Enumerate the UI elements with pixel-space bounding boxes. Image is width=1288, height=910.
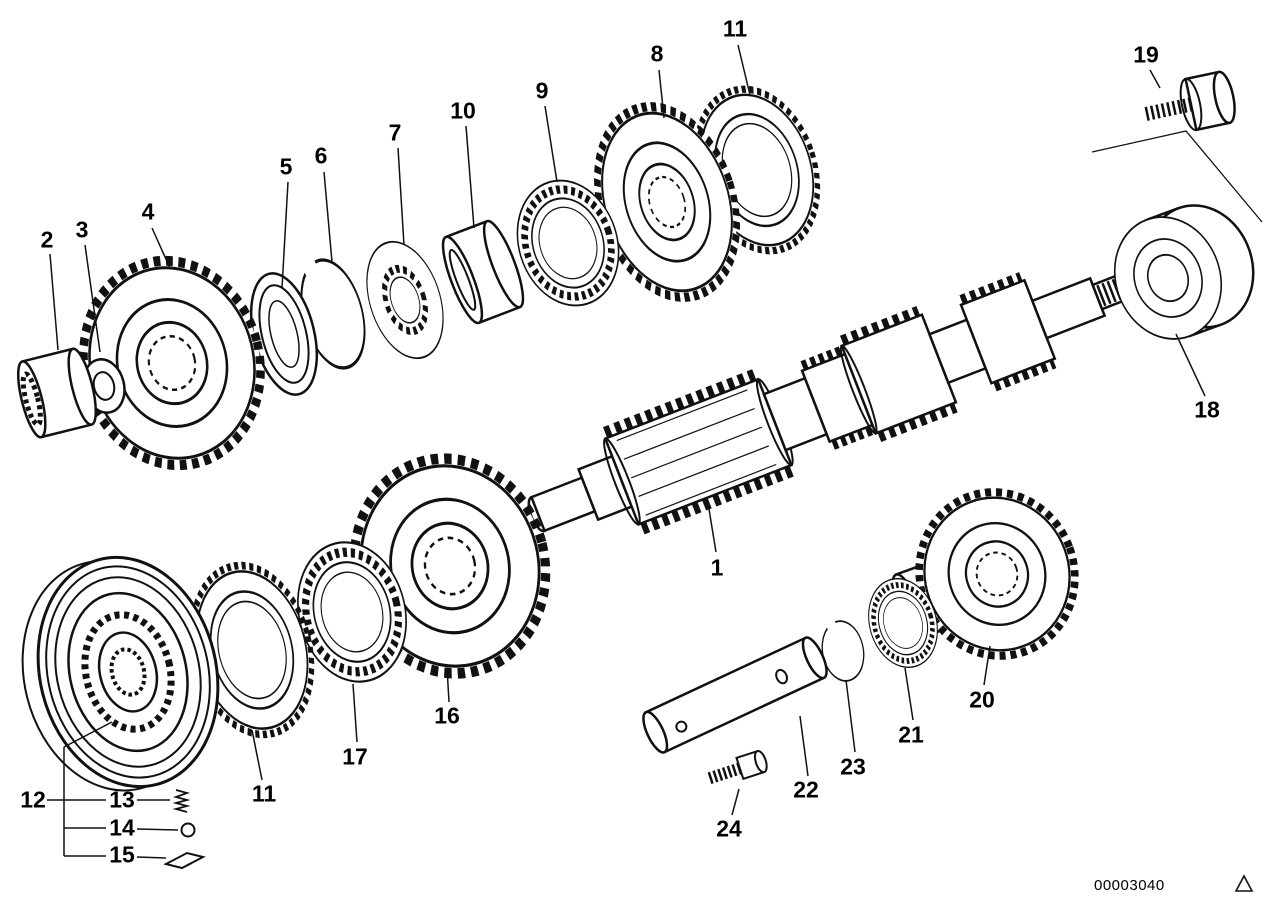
part-number-15: 15 (109, 841, 135, 868)
part-number-19: 19 (1133, 41, 1159, 68)
part-number-5: 5 (279, 153, 293, 180)
plate-icon (163, 851, 206, 870)
output-shaft (527, 269, 1141, 535)
part-number-7: 7 (388, 119, 402, 146)
part-number-20: 20 (969, 686, 995, 713)
part-number-11: 11 (251, 780, 277, 807)
part-number-22: 22 (793, 776, 819, 803)
part-number-24: 24 (716, 815, 742, 842)
part-number-3: 3 (75, 216, 89, 243)
part-number-21: 21 (898, 721, 924, 748)
part-number-17: 17 (342, 743, 368, 770)
part-number-10: 10 (450, 97, 476, 124)
leader-lines (49, 44, 1206, 816)
part-number-6: 6 (314, 142, 328, 169)
part-number-16: 16 (434, 702, 460, 729)
needle-bearing-left (16, 347, 98, 439)
part-number-13: 13 (109, 786, 135, 813)
legend-bracket (47, 721, 179, 859)
insertion-guide-line (1091, 130, 1263, 223)
doc-number: 00003040 (1094, 877, 1165, 894)
ball-icon (180, 822, 196, 838)
retaining-bolt (707, 749, 768, 784)
ball-bearing (1097, 201, 1255, 355)
spring-icon (172, 789, 191, 813)
part-number-14: 14 (109, 814, 135, 841)
part-number-23: 23 (840, 753, 866, 780)
delta-mark-icon (1234, 874, 1254, 892)
synchro-hub-assembly (21, 555, 220, 792)
part-number-4: 4 (141, 198, 155, 225)
part-number-12: 12 (20, 786, 46, 813)
reverse-shaft (642, 636, 828, 754)
part-number-8: 8 (650, 40, 664, 67)
part-number-1: 1 (710, 554, 724, 581)
part-number-2: 2 (40, 226, 54, 253)
splined-washer (353, 232, 457, 368)
part-number-11: 11 (722, 15, 748, 42)
bearing-sleeve (441, 219, 525, 325)
part-number-18: 18 (1194, 396, 1220, 423)
part-number-9: 9 (535, 77, 549, 104)
guide-bolt (1144, 70, 1236, 132)
